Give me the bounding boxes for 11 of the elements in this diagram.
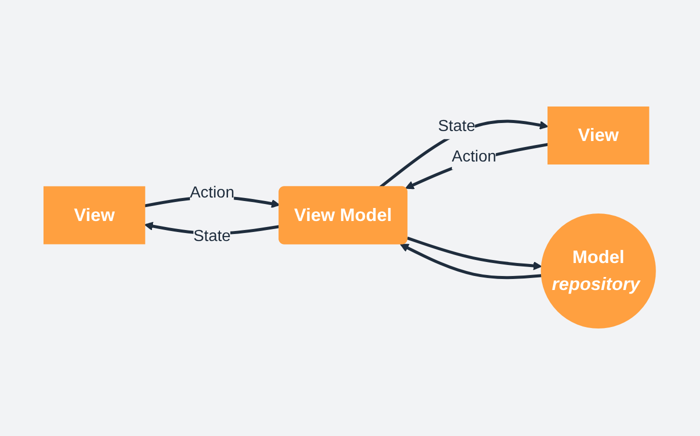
- node-box: View: [548, 106, 650, 165]
- edge-label: State: [194, 228, 232, 246]
- edge-label: Action: [190, 184, 235, 202]
- arrow: [400, 244, 542, 280]
- arrow: [407, 237, 542, 271]
- node-box: View: [44, 186, 146, 245]
- edge-label: State: [438, 118, 476, 136]
- node-circle: Model repository: [541, 214, 656, 330]
- edge-label: Action: [452, 149, 497, 166]
- arrow: [405, 143, 549, 190]
- arrow: [380, 120, 549, 189]
